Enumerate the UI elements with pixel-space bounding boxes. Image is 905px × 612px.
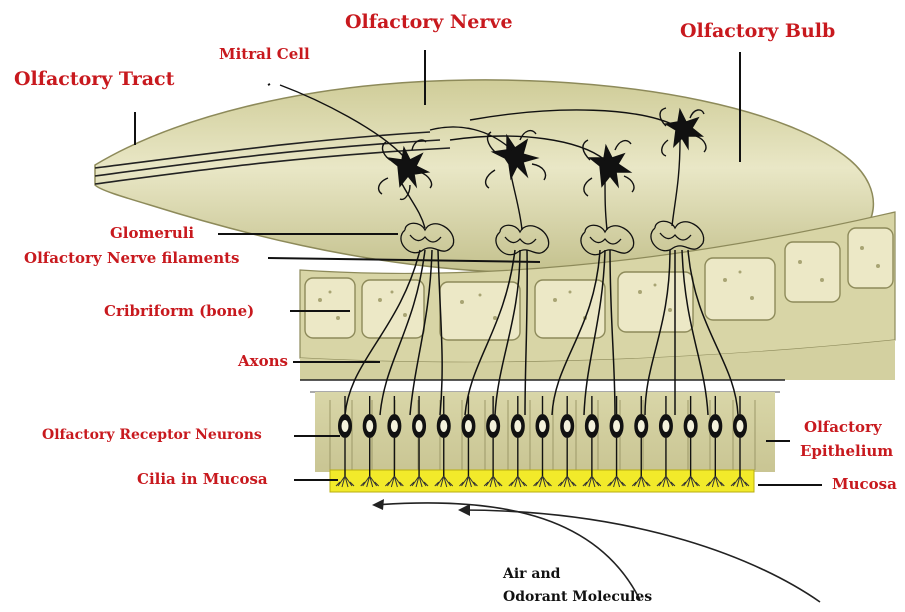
arrowhead-1 bbox=[372, 499, 384, 510]
label-olfactory-receptor-neurons: Olfactory Receptor Neurons bbox=[42, 428, 262, 442]
label-air-line1: Air and bbox=[503, 567, 560, 581]
label-olfactory-nerve: Olfactory Nerve bbox=[345, 13, 513, 32]
label-mitral-cell: Mitral Cell bbox=[219, 47, 310, 62]
label-mucosa: Mucosa bbox=[832, 477, 897, 492]
arrowhead-2 bbox=[458, 504, 470, 516]
label-olfactory-epithelium-1: Olfactory bbox=[804, 420, 882, 435]
label-olfactory-epithelium-2: Epithelium bbox=[800, 444, 893, 459]
label-air-line2: Odorant Molecules bbox=[503, 590, 652, 604]
label-cribriform: Cribriform (bone) bbox=[104, 304, 254, 319]
label-olfactory-tract: Olfactory Tract bbox=[14, 70, 174, 89]
label-cilia-in-mucosa: Cilia in Mucosa bbox=[137, 472, 268, 487]
label-glomeruli: Glomeruli bbox=[110, 226, 194, 241]
label-olfactory-bulb: Olfactory Bulb bbox=[680, 22, 835, 41]
airflow-arrows bbox=[375, 503, 820, 602]
label-olfactory-nerve-filaments: Olfactory Nerve filaments bbox=[24, 251, 240, 266]
label-axons: Axons bbox=[238, 354, 288, 369]
